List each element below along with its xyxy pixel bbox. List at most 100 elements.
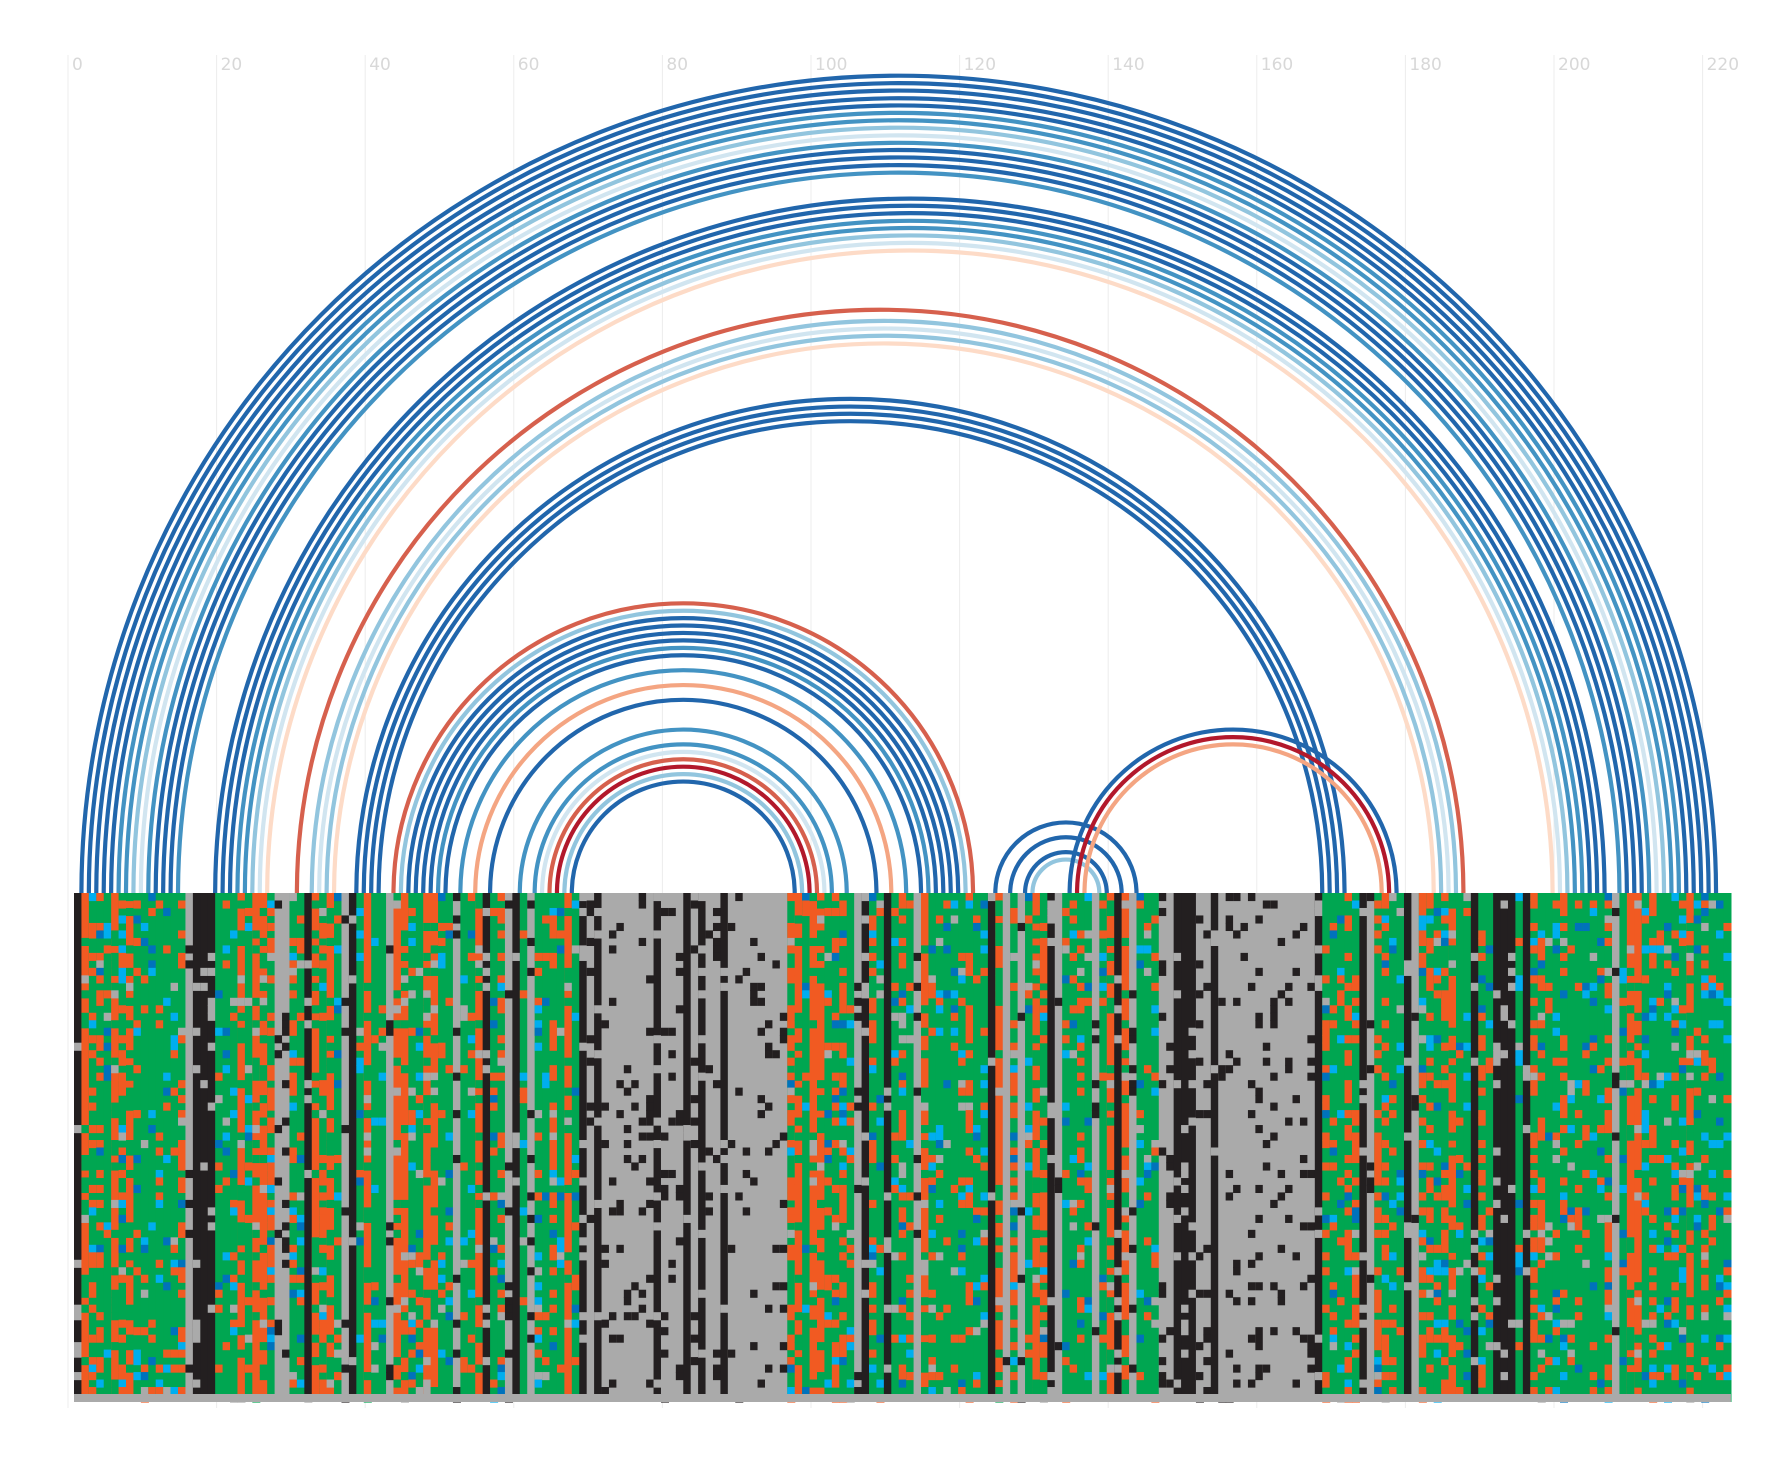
- alignment-column: [445, 893, 454, 1402]
- alignment-cell: [965, 1282, 974, 1291]
- alignment-cell: [1225, 1192, 1234, 1201]
- alignment-cell: [267, 1184, 276, 1194]
- alignment-cell: [1441, 1012, 1450, 1021]
- alignment-cell: [831, 1102, 840, 1111]
- alignment-cell: [534, 1282, 543, 1291]
- alignment-cell: [475, 1327, 484, 1336]
- alignment-cell: [1396, 1192, 1405, 1201]
- alignment-cell: [1612, 907, 1621, 917]
- alignment-cell: [1151, 1087, 1160, 1096]
- alignment-cell: [482, 1192, 491, 1201]
- alignment-cell: [1649, 1267, 1658, 1276]
- alignment-cell: [1604, 1154, 1613, 1164]
- alignment-cell: [1589, 907, 1598, 917]
- alignment-cell: [178, 1327, 187, 1336]
- alignment-cell: [1478, 1169, 1487, 1179]
- alignment-cell: [252, 1222, 261, 1231]
- alignment-cell: [356, 1222, 365, 1231]
- alignment-cell: [1025, 982, 1034, 991]
- alignment-cell: [1359, 907, 1368, 917]
- alignment-cell: [1025, 1005, 1034, 1014]
- alignment-cell: [1597, 1065, 1606, 1074]
- alignment-cell: [178, 1027, 187, 1036]
- alignment-cell: [869, 1364, 878, 1373]
- alignment-cell: [178, 960, 187, 969]
- alignment-cell: [1656, 1372, 1665, 1381]
- alignment-cell: [794, 1065, 803, 1074]
- alignment-cell: [824, 1147, 833, 1156]
- alignment-cell: [96, 1125, 105, 1134]
- alignment-cell: [1701, 1244, 1710, 1253]
- alignment-cell: [356, 1027, 365, 1036]
- alignment-cell: [215, 1162, 224, 1171]
- alignment-cell: [1106, 1065, 1115, 1074]
- alignment-cell: [534, 1192, 543, 1201]
- alignment-cell: [289, 1072, 298, 1081]
- alignment-cell: [1233, 1297, 1242, 1306]
- alignment-cell: [1589, 997, 1598, 1006]
- alignment-cell: [1537, 1364, 1546, 1373]
- alignment-cell: [571, 1154, 580, 1164]
- alignment-cell: [1374, 1214, 1383, 1223]
- alignment-cell: [1426, 945, 1435, 954]
- alignment-cell: [965, 1289, 974, 1298]
- alignment-column: [1485, 893, 1494, 1402]
- alignment-cell: [1010, 1147, 1019, 1156]
- alignment-cell: [393, 990, 402, 999]
- alignment-cell: [1664, 1117, 1673, 1126]
- alignment-cell: [445, 997, 454, 1006]
- alignment-cell: [1560, 952, 1569, 961]
- alignment-column: [1292, 893, 1301, 1402]
- alignment-cell: [393, 1005, 402, 1014]
- alignment-cell: [74, 1042, 83, 1051]
- alignment-cell: [1574, 1297, 1583, 1306]
- alignment-cell: [1032, 1207, 1041, 1216]
- alignment-column: [274, 893, 283, 1402]
- alignment-cell: [1693, 1110, 1702, 1119]
- alignment-cell: [237, 1252, 246, 1261]
- alignment-cell: [356, 1057, 365, 1066]
- alignment-cell: [140, 1005, 149, 1014]
- alignment-cell: [1522, 1267, 1531, 1276]
- alignment-cell: [1708, 1020, 1717, 1029]
- alignment-cell: [980, 1192, 989, 1201]
- alignment-cell: [1686, 1207, 1695, 1216]
- alignment-cell: [1381, 1334, 1390, 1343]
- arc-126-141: [1008, 835, 1124, 894]
- alignment-cell: [1604, 1334, 1613, 1343]
- alignment-cell: [1062, 937, 1071, 946]
- alignment-cell: [1285, 982, 1294, 991]
- alignment-cell: [646, 1177, 655, 1186]
- alignment-cell: [1604, 1304, 1613, 1313]
- alignment-cell: [1106, 937, 1115, 946]
- alignment-cell: [1582, 1050, 1591, 1059]
- alignment-cell: [1010, 1102, 1019, 1111]
- alignment-cell: [831, 1222, 840, 1231]
- alignment-cell: [1597, 1214, 1606, 1223]
- alignment-cell: [787, 1140, 796, 1149]
- alignment-cell: [1359, 1095, 1368, 1104]
- alignment-cell: [259, 952, 268, 961]
- alignment-cell: [817, 930, 826, 939]
- alignment-cell: [1069, 1222, 1078, 1231]
- alignment-cell: [192, 1065, 201, 1074]
- alignment-cell: [1560, 1110, 1569, 1119]
- alignment-cell: [1530, 1140, 1539, 1149]
- alignment-cell: [267, 1214, 276, 1223]
- alignment-cell: [81, 1184, 90, 1194]
- alignment-cell: [408, 1244, 417, 1253]
- alignment-column: [1277, 893, 1286, 1402]
- alignment-cell: [1010, 1297, 1019, 1306]
- alignment-cell: [1448, 1132, 1457, 1141]
- alignment-cell: [564, 1117, 573, 1126]
- alignment-cell: [1077, 945, 1086, 954]
- alignment-cell: [1322, 1132, 1331, 1141]
- alignment-cell: [921, 1342, 930, 1351]
- alignment-cell: [1701, 982, 1710, 991]
- alignment-cell: [1136, 1199, 1145, 1208]
- alignment-cell: [111, 960, 120, 969]
- alignment-cell: [96, 1252, 105, 1261]
- alignment-cell: [1344, 1035, 1353, 1044]
- alignment-cell: [1530, 893, 1539, 902]
- alignment-cell: [1010, 1199, 1019, 1208]
